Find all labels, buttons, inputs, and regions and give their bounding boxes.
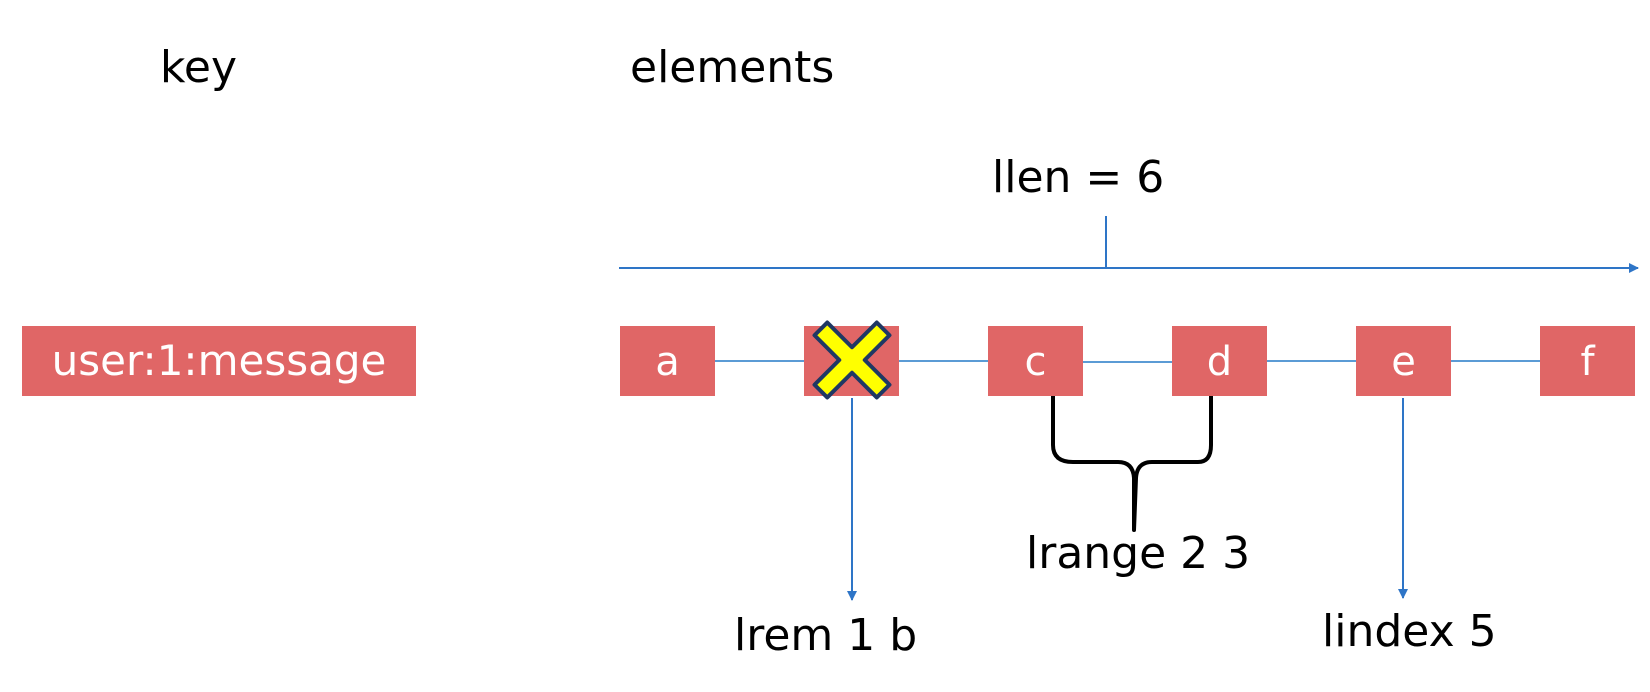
key-box: user:1:message [22, 326, 416, 396]
element-box-a: a [620, 326, 715, 396]
element-label-e: e [1391, 339, 1416, 385]
lrange-brace [1051, 394, 1213, 532]
element-label-a: a [655, 339, 680, 385]
lindex-label: lindex 5 [1322, 606, 1497, 657]
element-label-c: c [1025, 339, 1047, 385]
key-heading: key [160, 42, 238, 93]
lrange-label: lrange 2 3 [1026, 528, 1251, 579]
element-label-d: d [1207, 339, 1232, 385]
cross-mark-icon [812, 320, 892, 400]
elements-heading: elements [630, 42, 835, 93]
llen-label: llen = 6 [992, 152, 1165, 203]
element-label-f: f [1580, 339, 1595, 385]
lrem-label: lrem 1 b [734, 610, 918, 661]
element-box-c: c [988, 326, 1083, 396]
element-box-d: d [1172, 326, 1267, 396]
element-box-f: f [1540, 326, 1635, 396]
element-box-e: e [1356, 326, 1451, 396]
